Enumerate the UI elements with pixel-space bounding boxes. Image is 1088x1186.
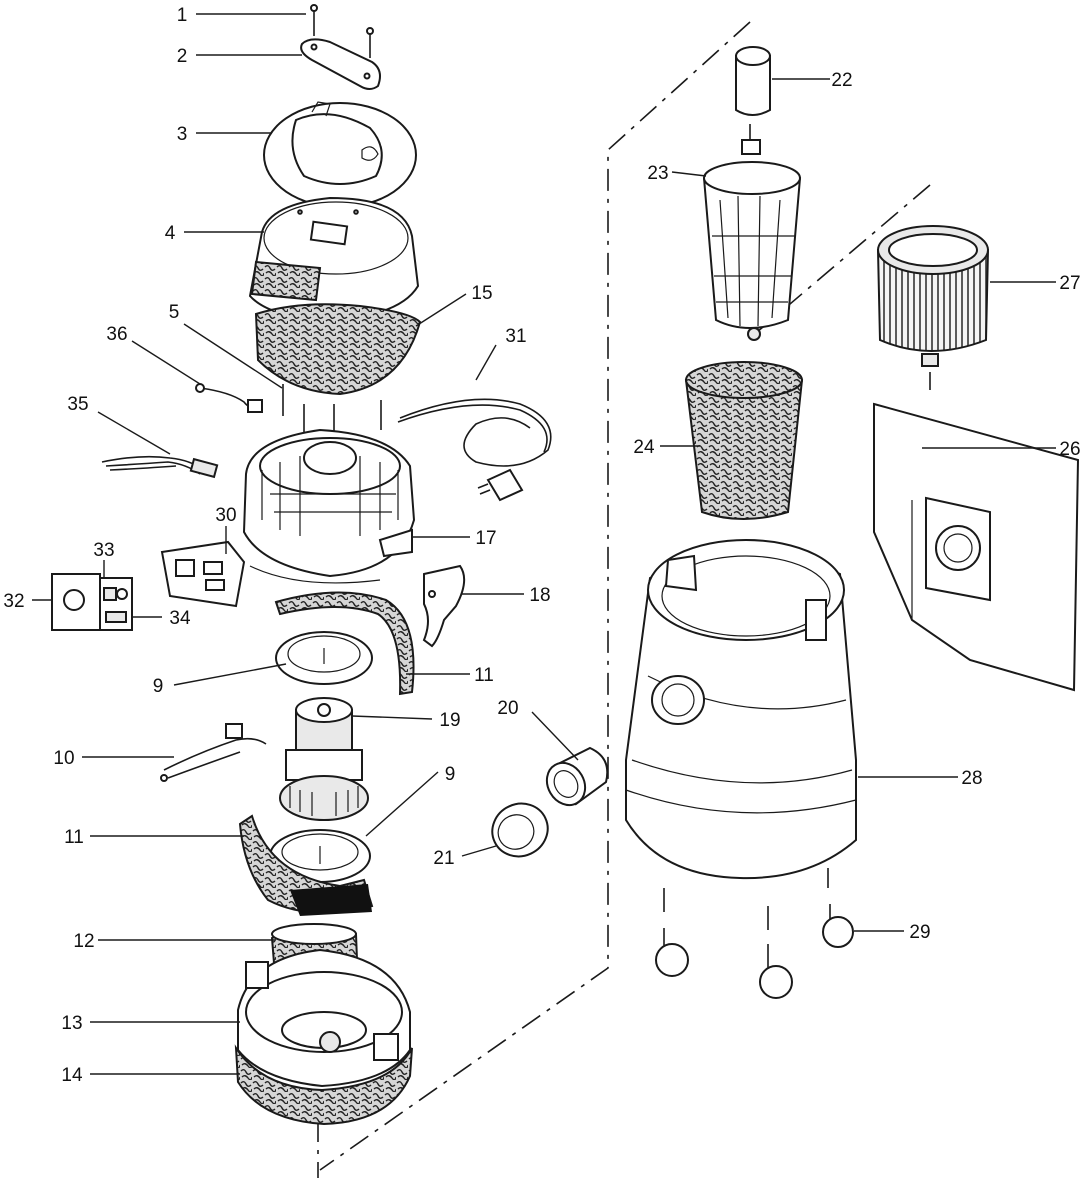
part-19-motor [279,697,369,821]
callout-17: 17 [475,528,496,549]
part-29-casters [655,868,854,999]
part-18-latch [422,564,466,648]
leader-lines [32,13,1056,1075]
callout-11-lower: 11 [64,827,84,848]
callout-27: 27 [1059,273,1080,294]
callout-36: 36 [106,324,127,345]
callout-18: 18 [529,585,550,606]
callout-10: 10 [53,748,74,769]
callout-labels: 1 2 3 4 5 36 35 15 31 30 17 33 32 34 18 … [3,5,1080,1086]
part-10-wire [160,723,267,782]
callout-21: 21 [433,848,454,869]
part-32-34-control-board [51,573,133,631]
callout-15: 15 [471,283,492,304]
callout-9-upper: 9 [153,676,164,697]
part-20-hose-inlet [545,746,609,807]
callout-20: 20 [497,698,518,719]
callout-9-lower: 9 [445,764,456,785]
part-23-filter-cage [702,124,802,341]
part-9-gasket-lower [269,829,371,883]
callout-3: 3 [177,124,188,145]
callout-30: 30 [215,505,236,526]
part-11-foam-strip-upper [274,591,415,696]
part-17-motor-housing [242,428,416,584]
callout-2: 2 [177,46,188,67]
part-4-motor-hood [248,196,420,322]
callout-13: 13 [61,1013,82,1034]
part-21-ring [491,802,549,858]
callout-5: 5 [169,302,180,323]
callout-26: 26 [1059,439,1080,460]
part-9-gasket-upper [275,631,373,685]
part-28-tank [625,539,857,880]
part-2-handle [300,38,381,90]
part-11-foam-strip-lower [238,814,374,916]
callout-11-upper: 11 [474,665,494,686]
part-35-wiring-harness [101,455,219,479]
callout-1: 1 [177,5,188,26]
callout-22: 22 [831,70,852,91]
part-26-dust-bag [873,402,1080,692]
callout-24: 24 [633,437,655,458]
part-24-foam-sleeve [684,361,804,520]
callout-32: 32 [3,591,24,612]
part-1-screw [310,4,374,58]
callout-35: 35 [67,394,88,415]
callout-34: 34 [169,608,191,629]
part-36-cable [195,383,263,413]
part-22-cap [735,46,771,116]
callout-19: 19 [439,710,460,731]
callout-14: 14 [61,1065,83,1086]
part-3-top-cover [263,101,417,208]
part-27-pleated-filter [876,225,990,390]
callout-12: 12 [73,931,94,952]
callout-33: 33 [93,540,114,561]
part-30-switch-panel [160,540,246,608]
part-13-14-base-assembly [234,948,413,1126]
callout-4: 4 [165,223,176,244]
assembly-dash-lines [317,21,931,1178]
callout-29: 29 [909,922,930,943]
callout-31: 31 [505,326,526,347]
part-15-foam-filter [254,303,422,396]
callout-23: 23 [647,163,668,184]
callout-28: 28 [961,768,982,789]
part-31-power-cord [397,398,552,502]
